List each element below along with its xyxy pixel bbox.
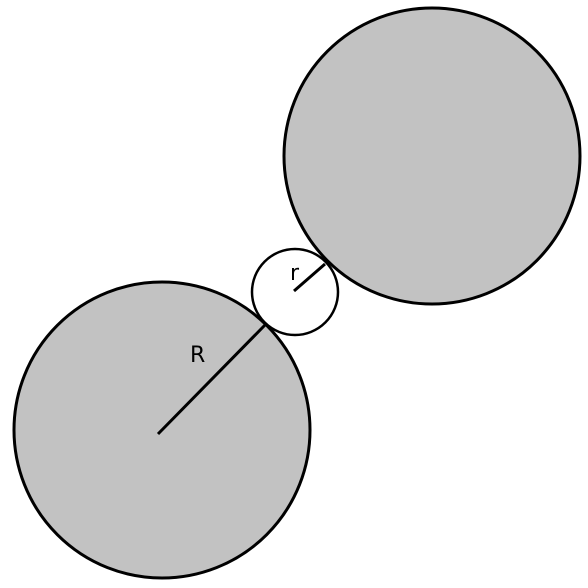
small-radius-label: r xyxy=(290,261,300,286)
small-radius-line xyxy=(293,262,326,293)
large-circle-upper-right xyxy=(282,6,582,306)
large-radius-line xyxy=(156,323,267,436)
large-radius-label: R xyxy=(190,343,205,368)
